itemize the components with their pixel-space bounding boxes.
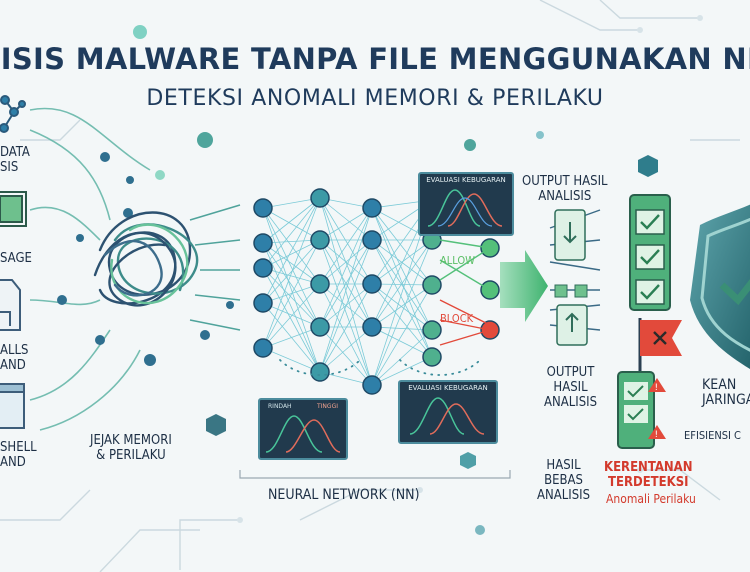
nn-node: [362, 317, 382, 337]
decor-sphere: [197, 132, 213, 148]
nn-node: [310, 230, 330, 250]
warning-icon: [648, 378, 666, 392]
memory-chip-icon: [0, 191, 27, 227]
allow-label: ALLOW: [440, 254, 475, 267]
nn-node: [362, 274, 382, 294]
nn-node: [422, 320, 442, 340]
warning-checklist-icon: ! !: [617, 371, 666, 449]
input-flow-curves: [29, 107, 151, 431]
output-arrow: [500, 250, 548, 322]
nn-label: NEURAL NETWORK (NN): [268, 487, 420, 503]
output-label-mid: OUTPUT HASIL ANALISIS: [544, 365, 598, 410]
page-title: LISIS MALWARE TANPA FILE MENGGUNAKAN NEU…: [0, 42, 750, 76]
nn-node: [253, 338, 273, 358]
distribution-panel: RINDAH TINGGI: [258, 398, 348, 460]
page-subtitle: DETEKSI ANOMALI MEMORI & PERILAKU: [146, 86, 604, 111]
block-link: [439, 299, 491, 326]
nn-node: [310, 188, 330, 208]
input-arrows: [189, 204, 241, 331]
nn-node: [310, 362, 330, 382]
fitness-panel-top: EVALUASI KEBUGARAN: [418, 172, 514, 236]
allow-link: [439, 239, 491, 249]
distribution-curves: [265, 415, 341, 453]
kerentanan-label: KERENTANAN TERDETEKSI: [604, 460, 693, 490]
nn-node: [362, 375, 382, 395]
nn-node: [362, 230, 382, 250]
nn-bracket: [239, 470, 511, 479]
anomali-label: Anomali Perilaku: [606, 492, 696, 506]
nn-node: [310, 274, 330, 294]
nn-node: [310, 317, 330, 337]
decor-hexagon: [638, 155, 658, 177]
nn-node: [253, 258, 273, 278]
fitness-curves-top: [427, 189, 503, 227]
fitness-panel-title: EVALUASI KEBUGARAN: [426, 176, 506, 184]
document-icon: [0, 279, 21, 331]
terminal-window-icon: [0, 383, 25, 429]
fitness-panel-title-bottom: EVALUASI KEBUGARAN: [408, 384, 488, 392]
signal-dots: [279, 359, 481, 376]
panel-label-high: TINGGI: [317, 403, 338, 410]
svg-text:!: !: [655, 383, 659, 393]
nn-node: [253, 233, 273, 253]
input-label-data: DATA SIS: [0, 145, 30, 175]
output-label-top: OUTPUT HASIL ANALISIS: [522, 174, 608, 204]
decor-sphere: [133, 25, 147, 39]
efisiensi-label: EFISIENSI C: [684, 429, 741, 442]
nn-node: [253, 293, 273, 313]
nn-node: [422, 275, 442, 295]
network-nodes-icon: [0, 95, 26, 133]
block-label: BLOCK: [440, 312, 474, 325]
hasil-bebas-label: HASIL BEBAS ANALISIS: [537, 458, 591, 503]
input-label-usage: SAGE: [0, 251, 32, 266]
input-label-calls: ALLS AND: [0, 343, 29, 373]
fitness-curves-bottom: [409, 397, 485, 435]
trace-label: JEJAK MEMORI & PERILAKU: [90, 433, 172, 463]
nn-node: [422, 347, 442, 367]
nn-node: [253, 198, 273, 218]
svg-text:!: !: [655, 430, 659, 440]
shield-icon: [690, 204, 750, 369]
neural-network-nodes: [253, 188, 500, 395]
nn-node: [362, 198, 382, 218]
memory-trace-tangle: [93, 211, 199, 307]
fitness-panel-bottom: EVALUASI KEBUGARAN: [398, 380, 498, 444]
neural-network: [262, 197, 433, 386]
input-label-shell: SHELL AND: [0, 440, 37, 470]
panel-label-low: RINDAH: [268, 403, 292, 410]
checklist-icon: [629, 194, 671, 311]
keamanan-label: KEAN JARINGA: [702, 377, 750, 408]
